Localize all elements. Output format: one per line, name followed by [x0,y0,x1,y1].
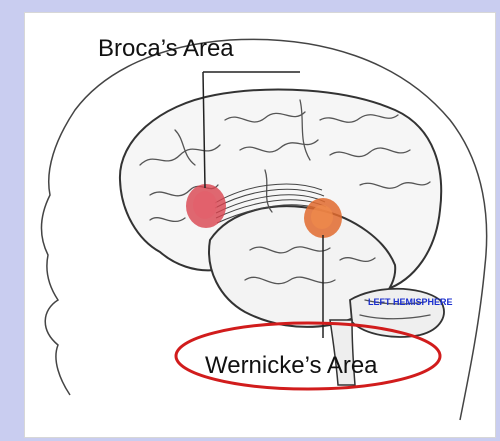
broca-region [186,184,226,228]
broca-label: Broca’s Area [98,35,234,62]
wernicke-region [304,198,342,238]
hemisphere-label: LEFT HEMISPHERE [368,297,453,307]
cerebellum [350,289,444,337]
wernicke-label: Wernicke’s Area [205,352,378,379]
